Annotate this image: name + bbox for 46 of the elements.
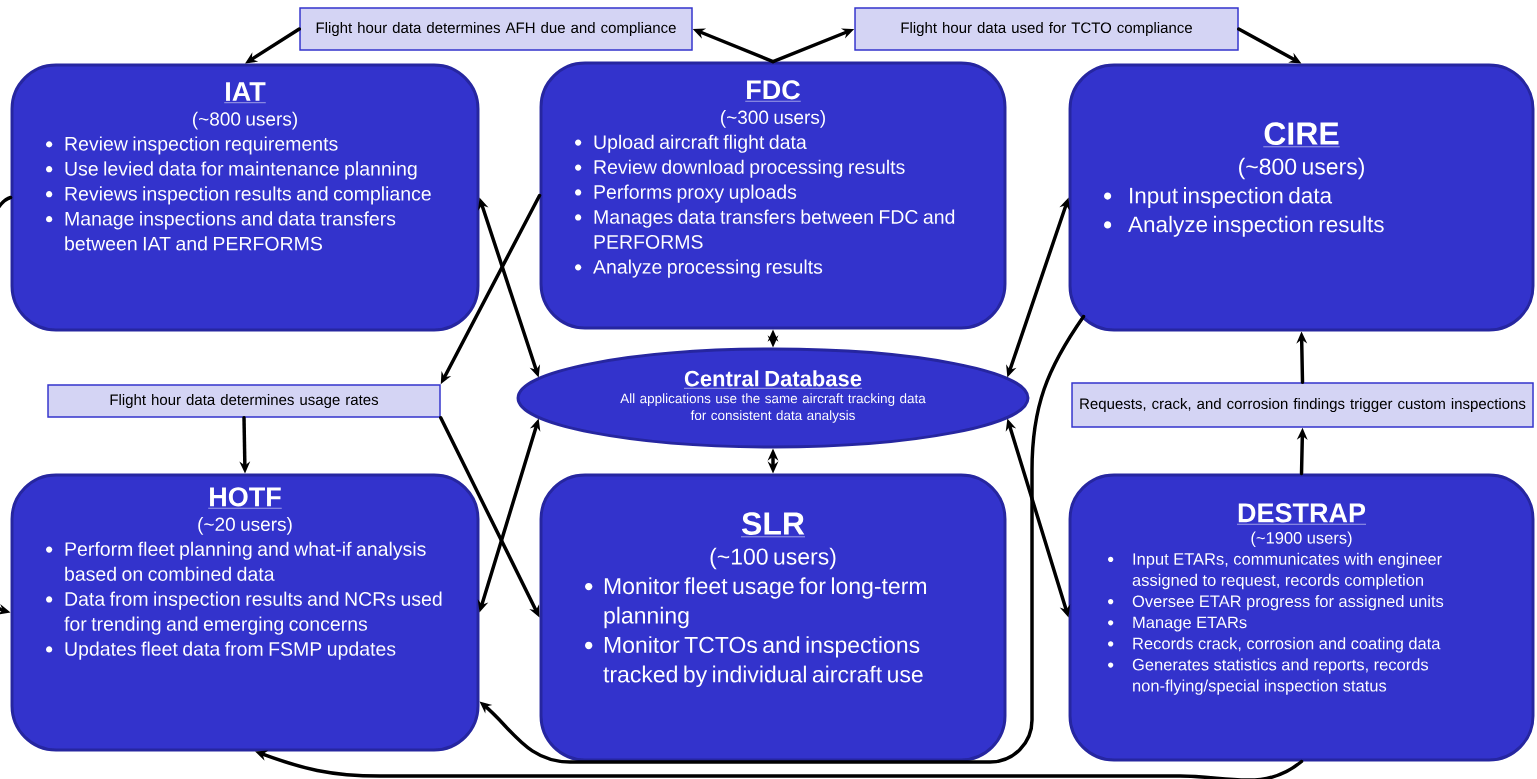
bullet-item: Reviews inspection results and compliance [46,186,431,205]
bullet-item: Oversee ETAR progress for assigned units [1108,595,1444,611]
user-count: (~300 users) [721,110,825,128]
bullet-item: Review download processing results [575,159,905,178]
app-box [1068,473,1535,762]
app-box [1068,63,1535,332]
database-description: All applications use the same aircraft tracking data for consistent data analysis [620,393,926,423]
user-count: (~100 users) [710,547,836,570]
note-box: Flight hour data used for TCTO compliance [854,7,1239,51]
bullet-item: Monitor fleet usage for long-term planning [585,577,927,629]
user-count: (~1900 users) [1251,531,1352,547]
database-name: Central Database [683,370,863,389]
bullet-item: Analyze processing results [575,259,823,278]
bullet-item: Manage ETARs [1108,616,1247,632]
app-box [539,473,1007,762]
bullet-item: Upload aircraft flight data [575,134,807,153]
app-box [539,61,1007,330]
app-name: CIRE [1263,122,1340,148]
bullet-item: Review inspection requirements [46,136,338,155]
app-box [10,63,480,332]
note-box: Requests, crack, and corrosion findings trigger custom inspections [1071,382,1534,428]
app-name: IAT [224,82,266,103]
app-name: HOTF [208,487,282,509]
bullet-item: Data from inspection results and NCRs used for trending and emerging concerns [46,591,442,635]
bullet-item: Generates statistics and reports, records non-flying/special inspection status [1108,658,1429,695]
app-name: FDC [745,80,801,102]
bullet-item: Input ETARs, communicates with engineer assigned to request, records completion [1108,552,1442,590]
bullet-item: Monitor TCTOs and inspections tracked by individual aircraft use [585,636,923,688]
app-name: DESTRAP [1236,503,1367,525]
user-count: (~800 users) [193,111,297,130]
bullet-item: Performs proxy uploads [575,184,797,203]
bullet-item: Updates fleet data from FSMP updates [46,641,396,660]
bullet-item: Manage inspections and data transfers between IAT and PERFORMS [46,211,396,251]
database-ellipse [516,347,1030,449]
bullet-item: Perform fleet planning and what-if analysis based on combined data [46,541,426,581]
bullet-item: Use levied data for maintenance planning [46,161,417,180]
app-box [10,473,480,752]
bullet-item: Records crack, corrosion and coating data [1108,637,1441,653]
note-box: Flight hour data determines AFH due and compliance [299,7,693,51]
note-box: Flight hour data determines usage rates [47,384,441,418]
app-name: SLR [740,512,806,538]
user-count: (~20 users) [198,517,292,535]
bullet-item: Analyze inspection results [1104,215,1384,237]
bullet-item: Input inspection data [1104,187,1333,208]
bullet-item: Manages data transfers between FDC and PERFORMS [575,209,955,249]
user-count: (~800 users) [1239,157,1364,180]
